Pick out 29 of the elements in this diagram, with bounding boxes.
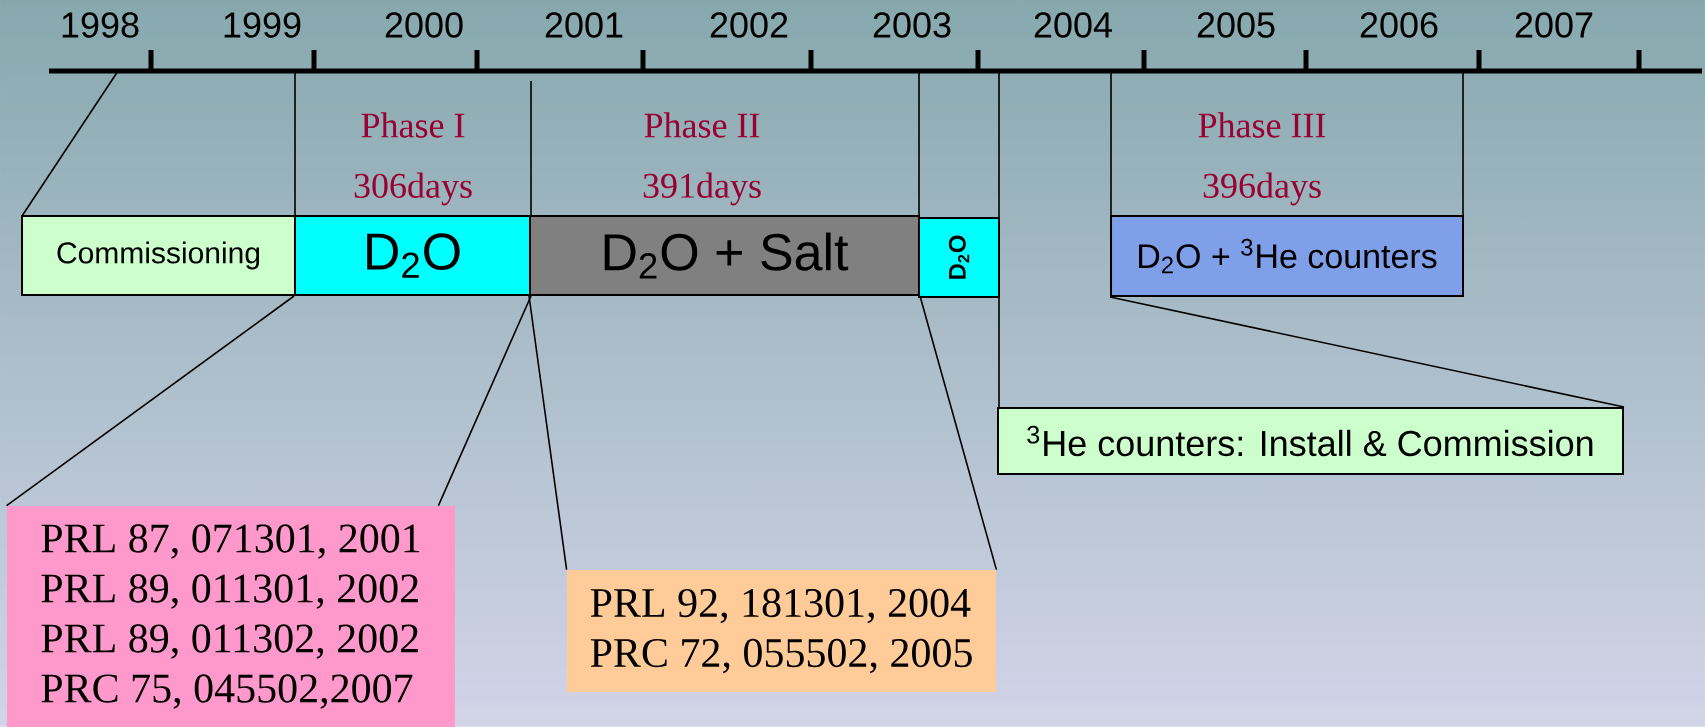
phase-box: D$_{2}$O + Salt xyxy=(529,215,920,296)
year-label: 2005 xyxy=(1197,12,1275,38)
phase-label: Phase II xyxy=(644,112,760,138)
phase-label: Phase III xyxy=(1198,112,1326,138)
year-label: 2004 xyxy=(1034,12,1112,38)
leader-line xyxy=(919,295,998,571)
year-label: 1999 xyxy=(224,12,301,38)
year-label: 2003 xyxy=(873,12,951,38)
phase-label: Phase I xyxy=(361,112,465,138)
duration-label: 391days xyxy=(643,172,761,206)
year-label: 2002 xyxy=(710,12,788,38)
reference-box: PRL 92, 181301, 2004 PRC 72, 055502, 2005 xyxy=(567,570,996,692)
stage-box: Commissioning xyxy=(21,215,296,296)
duration-label: 306days xyxy=(354,172,472,206)
leader-line xyxy=(1109,296,1625,408)
year-label: 2007 xyxy=(1515,12,1593,38)
leader-line xyxy=(5,295,295,507)
note-box: $^{3}$He counters: Install & Commission xyxy=(997,407,1624,475)
phase-box: D$_{2}$O xyxy=(294,215,531,296)
phase-box: D$_{2}$O xyxy=(918,217,1000,298)
year-label: 2000 xyxy=(385,12,463,38)
leader-line xyxy=(437,295,532,507)
duration-label: 396days xyxy=(1203,172,1321,206)
year-label: 1998 xyxy=(62,12,139,38)
reference-box: PRL 87, 071301, 2001 PRL 89, 011301, 2002 PRL 89, 011302, 2002 PRC 75, 045502,2007 xyxy=(7,506,455,727)
year-label: 2001 xyxy=(545,12,623,38)
year-label: 2006 xyxy=(1360,12,1438,38)
leader-line xyxy=(528,295,568,571)
phase-box: D$_{2}$O + $^{3}$He counters xyxy=(1110,215,1464,297)
